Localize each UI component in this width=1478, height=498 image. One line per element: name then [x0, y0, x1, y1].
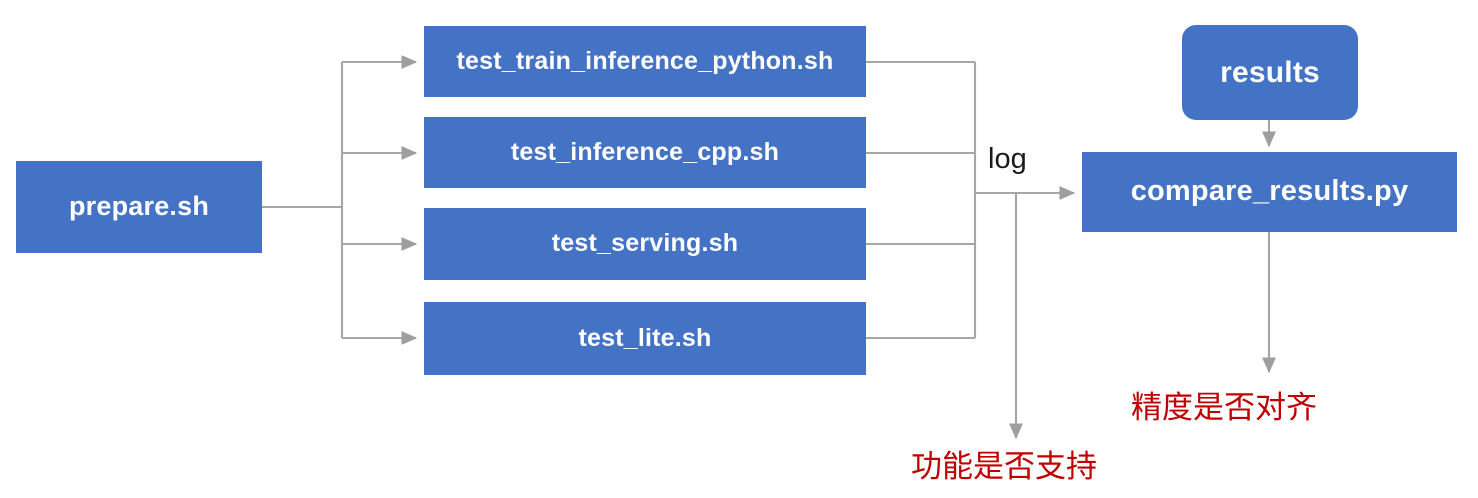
annotation-precision-aligned: 精度是否对齐: [1131, 390, 1317, 425]
annotation-function-supported: 功能是否支持: [911, 449, 1097, 484]
node-test-serving-sh[interactable]: test_serving.sh: [424, 208, 866, 280]
node-compare-results-py[interactable]: compare_results.py: [1082, 152, 1457, 232]
node-test-train-inference-python-sh[interactable]: test_train_inference_python.sh: [424, 26, 866, 97]
node-prepare-sh[interactable]: prepare.sh: [16, 161, 262, 253]
node-test-inference-cpp-sh[interactable]: test_inference_cpp.sh: [424, 117, 866, 188]
edge-label-log: log: [988, 143, 1027, 175]
node-test-lite-sh[interactable]: test_lite.sh: [424, 302, 866, 375]
node-results[interactable]: results: [1182, 25, 1358, 120]
